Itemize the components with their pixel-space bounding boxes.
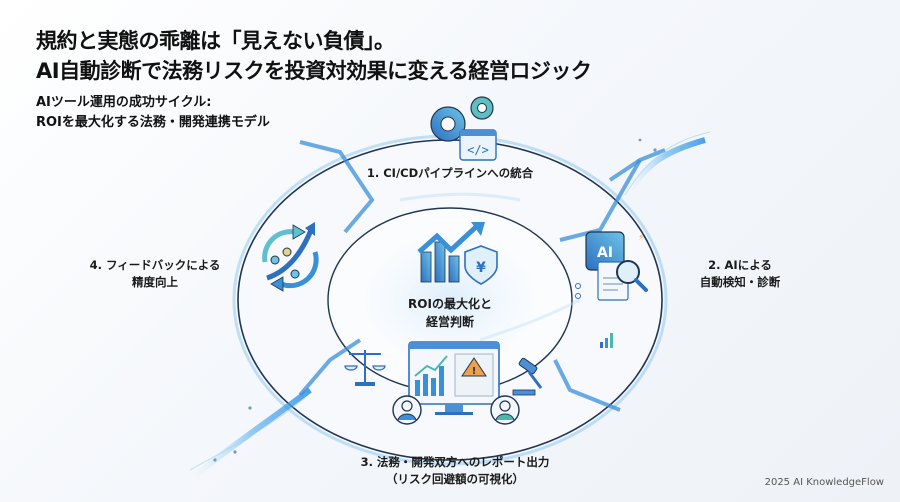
title-line-1: 規約と実態の乖離は「見えない負債」。 xyxy=(36,29,395,53)
step-3-label: 3. 法務・開発双方へのレポート出力 （リスク回避額の可視化） xyxy=(360,455,550,486)
center-label: ROIの最大化と 経営判断 xyxy=(408,297,492,329)
report-dashboard-icon: ! xyxy=(344,341,543,425)
gears-code-window-icon: </> xyxy=(430,96,497,161)
footer-credit: 2025 AI KnowledgeFlow xyxy=(764,477,884,488)
ai-chip-magnifier-icon: AI ⚡ xyxy=(575,231,648,301)
scale-icon xyxy=(344,350,386,386)
step-1-label: 1. CI/CDパイプラインへの統合 xyxy=(366,166,534,180)
subtitle-line-1: AIツール運用の成功サイクル: xyxy=(36,95,212,110)
svg-text:!: ! xyxy=(472,366,477,377)
gavel-icon xyxy=(512,357,543,396)
bar-signal-icon xyxy=(600,333,613,348)
diagram-subtitle: AIツール運用の成功サイクル: ROIを最大化する法務・開発連携モデル xyxy=(36,93,270,133)
title-line-2: AI自動診断で法務リスクを投資対効果に変える経営ロジック xyxy=(36,59,592,83)
page-title: 規約と実態の乖離は「見えない負債」。 AI自動診断で法務リスクを投資対効果に変え… xyxy=(36,26,592,86)
svg-text:AI: AI xyxy=(597,245,613,261)
growth-chart-yen-shield-icon: ¥ xyxy=(417,222,498,285)
svg-text:¥: ¥ xyxy=(476,260,486,276)
step-4-label: 4. フィードバックによる 精度向上 xyxy=(89,258,221,289)
svg-text:</>: </> xyxy=(467,143,489,157)
svg-text:⚡: ⚡ xyxy=(638,233,644,243)
feedback-loop-icon xyxy=(262,222,319,292)
outer-ring xyxy=(232,134,668,466)
step-2-label: 2. AIによる 自動検知・診断 xyxy=(699,258,781,289)
light-streams xyxy=(189,131,711,478)
subtitle-line-2: ROIを最大化する法務・開発連携モデル xyxy=(36,115,270,130)
